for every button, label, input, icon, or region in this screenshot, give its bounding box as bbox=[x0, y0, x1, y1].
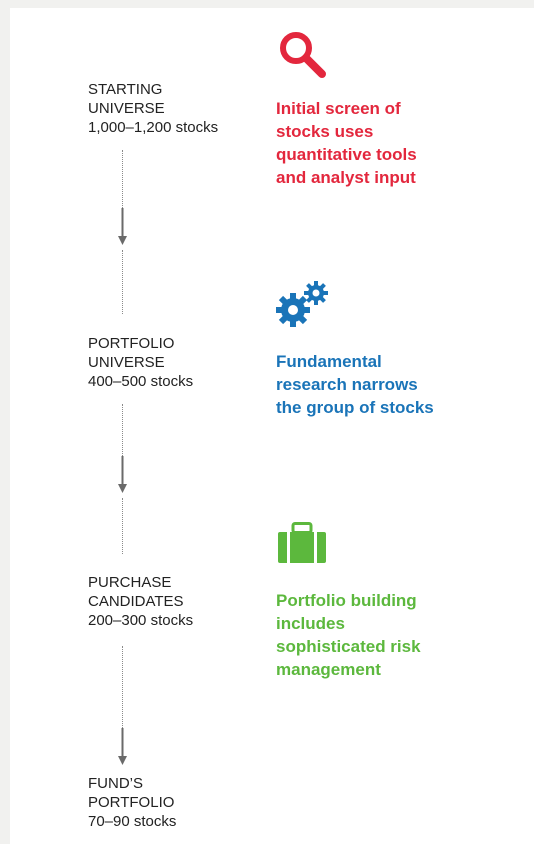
step-line: Fundamental bbox=[276, 352, 382, 371]
stage-count: 400–500 stocks bbox=[88, 373, 194, 390]
stage-funds-portfolio: FUND’S PORTFOLIO 70–90 stocks bbox=[88, 774, 176, 831]
stage-count: 70–90 stocks bbox=[88, 813, 177, 830]
stage-label-line: STARTING bbox=[88, 81, 163, 98]
step-line: includes bbox=[276, 614, 345, 633]
funnel-panel bbox=[10, 8, 534, 844]
step-description-research: Fundamental research narrows the group o… bbox=[276, 350, 434, 419]
down-arrow-icon bbox=[118, 456, 127, 493]
stage-label-line: UNIVERSE bbox=[88, 100, 165, 117]
down-arrow-icon bbox=[118, 208, 127, 245]
step-line: Portfolio building bbox=[276, 591, 417, 610]
gears-icon bbox=[276, 281, 328, 327]
step-line: sophisticated risk bbox=[276, 637, 421, 656]
stage-count: 1,000–1,200 stocks bbox=[88, 119, 219, 136]
connector-dotted-line bbox=[122, 250, 123, 314]
step-description-screening: Initial screen of stocks uses quantitati… bbox=[276, 97, 417, 189]
step-line: research narrows bbox=[276, 375, 418, 394]
briefcase-icon bbox=[278, 522, 326, 563]
stage-label-line: CANDIDATES bbox=[88, 593, 184, 610]
down-arrow-icon bbox=[118, 728, 127, 765]
step-line: management bbox=[276, 660, 381, 679]
step-line: stocks uses bbox=[276, 122, 374, 141]
stage-label-line: PORTFOLIO bbox=[88, 794, 175, 811]
step-line: quantitative tools bbox=[276, 145, 417, 164]
stage-label-line: PURCHASE bbox=[88, 574, 172, 591]
step-description-portfolio-building: Portfolio building includes sophisticate… bbox=[276, 589, 421, 681]
stage-starting-universe: STARTING UNIVERSE 1,000–1,200 stocks bbox=[88, 80, 218, 137]
stage-purchase-candidates: PURCHASE CANDIDATES 200–300 stocks bbox=[88, 573, 193, 630]
step-line: the group of stocks bbox=[276, 398, 434, 417]
stage-label-line: FUND’S bbox=[88, 775, 143, 792]
magnifier-icon bbox=[280, 32, 326, 78]
connector-dotted-line bbox=[122, 150, 123, 208]
stage-portfolio-universe: PORTFOLIO UNIVERSE 400–500 stocks bbox=[88, 334, 193, 391]
connector-dotted-line bbox=[122, 404, 123, 456]
step-line: Initial screen of bbox=[276, 99, 401, 118]
connector-dotted-line bbox=[122, 498, 123, 554]
stage-label-line: PORTFOLIO bbox=[88, 335, 175, 352]
stage-count: 200–300 stocks bbox=[88, 612, 194, 629]
stage-label-line: UNIVERSE bbox=[88, 354, 165, 371]
connector-dotted-line bbox=[122, 646, 123, 728]
step-line: and analyst input bbox=[276, 168, 416, 187]
